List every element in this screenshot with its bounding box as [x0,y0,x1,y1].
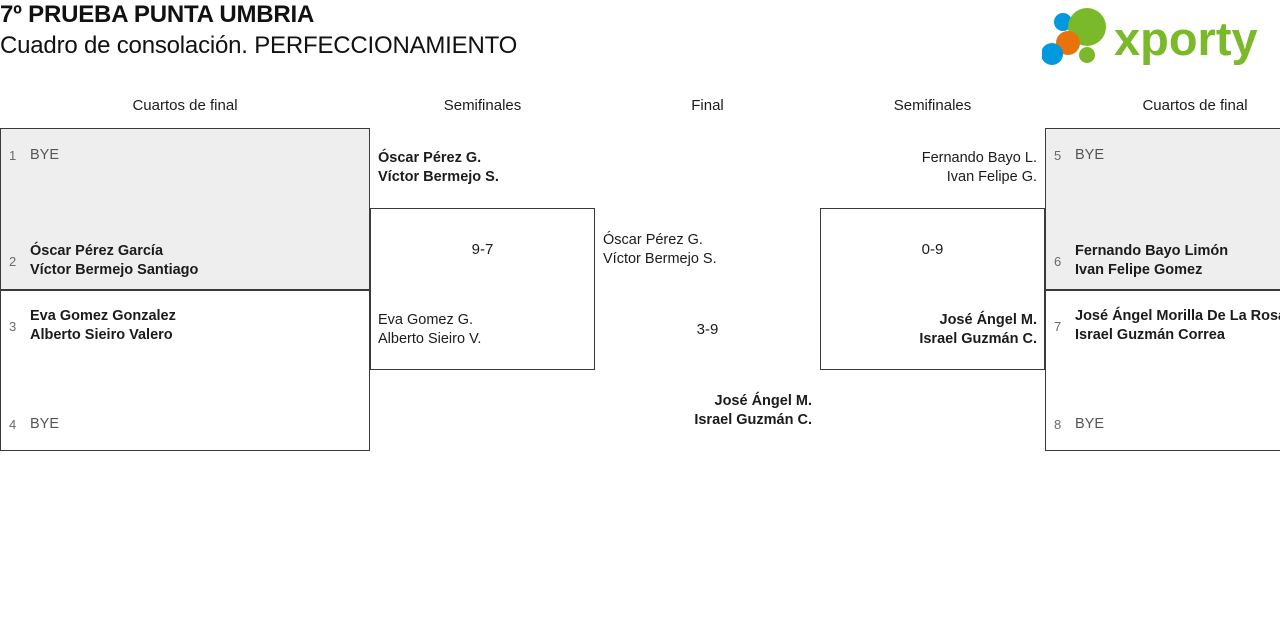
team-name: José Ángel Morilla De La Rosa Israel Guz… [1075,307,1280,345]
bracket-slot-seed-5[interactable]: 5 BYE [1054,146,1104,165]
xporty-logo[interactable]: xporty [1042,8,1274,66]
bracket-slot-seed-1[interactable]: 1 BYE [9,146,59,165]
round-header-sf-left: Semifinales [443,97,522,114]
logo-wordmark: xporty [1114,12,1258,65]
team-name: BYE [1075,415,1104,434]
seed-number: 1 [9,148,17,163]
sf-right-bottom-team: José Ángel M. Israel Guzmán C. [760,311,1037,349]
team-player-1: BYE [1075,416,1105,432]
round-header-sf-right: Semifinales [893,97,972,114]
team-player-1: Fernando Bayo Limón [1075,243,1229,259]
event-title: 7º PRUEBA PUNTA UMBRIA [0,1,315,28]
round-header-qf-left: Cuartos de final [132,97,238,114]
match-box-qf-right-1[interactable]: 5 BYE 6 Fernando Bayo Limón Ivan Felipe … [1045,128,1280,290]
team-player-1: Óscar Pérez G. [378,150,482,166]
team-name: BYE [1075,146,1104,165]
team-player-2: Israel Guzmán Correa [1075,327,1225,343]
sf-right-top-team: Fernando Bayo L. Ivan Felipe G. [760,149,1037,187]
match-box-qf-right-2[interactable]: 7 José Ángel Morilla De La Rosa Israel G… [1045,290,1280,451]
bracket-slot-seed-2[interactable]: 2 Óscar Pérez García Víctor Bermejo Sant… [9,242,198,280]
sf-left-top-team: Óscar Pérez G. Víctor Bermejo S. [378,149,499,187]
logo-dot-orange [1056,31,1080,55]
team-player-1: Fernando Bayo L. [921,150,1037,166]
bracket-slot-seed-7[interactable]: 7 José Ángel Morilla De La Rosa Israel G… [1054,307,1280,345]
team-player-1: Óscar Pérez García [30,243,164,259]
team-name: BYE [30,415,59,434]
team-player-1: BYE [1075,147,1105,163]
match-box-qf-left-1[interactable]: 1 BYE 2 Óscar Pérez García Víctor Bermej… [0,128,370,290]
round-header-qf-right: Cuartos de final [1142,97,1248,114]
sf-left-bottom-team: Eva Gomez G. Alberto Sieiro V. [378,311,481,349]
team-name: BYE [30,146,59,165]
sf-right-score: 0-9 [921,241,944,258]
team-name: Óscar Pérez García Víctor Bermejo Santia… [30,242,198,280]
seed-number: 3 [9,318,17,334]
team-name: Eva Gomez Gonzalez Alberto Sieiro Valero [30,307,176,345]
sf-left-score: 9-7 [471,241,494,258]
team-player-1: Eva Gomez G. [378,312,474,328]
seed-number: 6 [1054,253,1062,269]
seed-number: 2 [9,253,17,269]
team-player-2: Israel Guzmán C. [694,412,812,428]
bracket-slot-seed-3[interactable]: 3 Eva Gomez Gonzalez Alberto Sieiro Vale… [9,307,176,345]
page-subtitle: Cuadro de consolación. PERFECCIONAMIENTO [0,32,518,59]
bracket-slot-seed-4[interactable]: 4 BYE [9,415,59,434]
match-box-sf-left-1[interactable] [370,208,595,370]
round-header-final: Final [691,97,724,114]
team-player-1: José Ángel M. [939,312,1038,328]
team-player-2: Ivan Felipe Gomez [1075,262,1203,278]
team-player-2: Víctor Bermejo S. [603,251,717,267]
team-player-2: Alberto Sieiro Valero [30,327,173,343]
team-player-1: José Ángel Morilla De La Rosa [1075,308,1280,324]
seed-number: 5 [1054,148,1062,163]
team-player-2: Israel Guzmán C. [919,331,1037,347]
team-player-2: Alberto Sieiro V. [378,331,482,347]
team-player-1: BYE [30,416,60,432]
bracket-slot-seed-8[interactable]: 8 BYE [1054,415,1104,434]
final-score: 3-9 [696,321,719,338]
team-player-2: Ivan Felipe G. [946,169,1037,185]
match-box-sf-right-1[interactable] [820,208,1045,370]
logo-dot-blue-bottom [1042,43,1063,65]
title-block: 7º PRUEBA PUNTA UMBRIA Cuadro de consola… [0,0,517,62]
final-left-team: Óscar Pérez G. Víctor Bermejo S. [603,231,717,269]
team-name: Fernando Bayo Limón Ivan Felipe Gomez [1075,242,1228,280]
seed-number: 4 [9,417,17,432]
team-player-1: BYE [30,147,60,163]
team-player-1: José Ángel M. [714,393,813,409]
team-player-1: Eva Gomez Gonzalez [30,308,176,324]
seed-number: 8 [1054,417,1062,432]
logo-dot-blue-top [1054,13,1072,31]
seed-number: 7 [1054,318,1062,334]
team-player-2: Víctor Bermejo Santiago [30,262,199,278]
bracket-slot-seed-6[interactable]: 6 Fernando Bayo Limón Ivan Felipe Gomez [1054,242,1228,280]
team-player-2: Víctor Bermejo S. [378,169,499,185]
team-player-1: Óscar Pérez G. [603,232,703,248]
match-box-qf-left-2[interactable]: 3 Eva Gomez Gonzalez Alberto Sieiro Vale… [0,290,370,451]
page-header: 7º PRUEBA PUNTA UMBRIA Cuadro de consola… [0,0,1280,90]
logo-dot-green-small [1079,47,1095,63]
final-right-team: José Ángel M. Israel Guzmán C. [495,392,812,430]
